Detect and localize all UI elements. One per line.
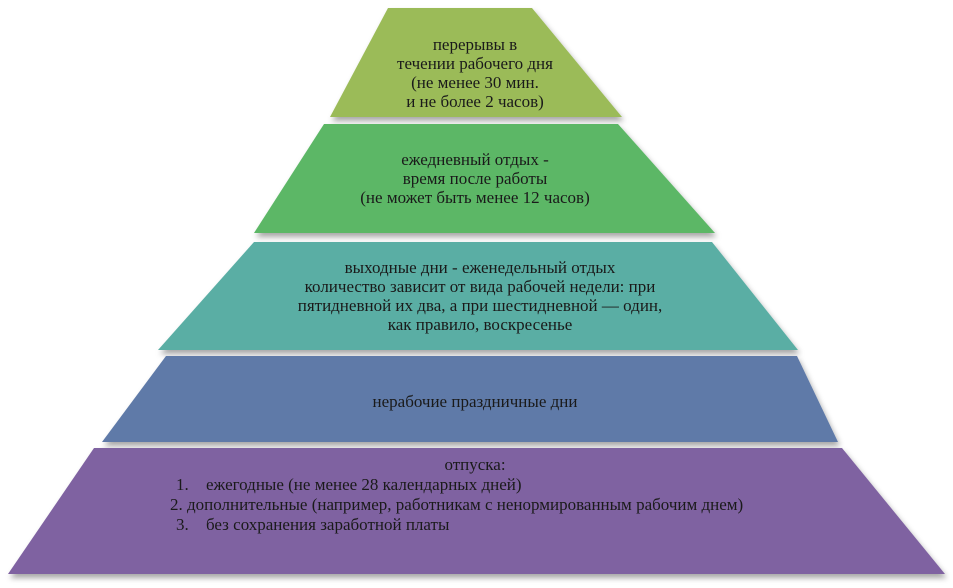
tier-5-title: отпуска:	[444, 455, 506, 474]
tier-2-text: ежедневный отдых - время после работы (н…	[320, 150, 630, 207]
tier-1-line: и не более 2 часов)	[406, 92, 544, 111]
tier-3-line: выходные дни - еженедельный отдых	[344, 258, 616, 277]
list-item: 3. без сохранения заработной платы	[170, 515, 780, 535]
tier-1-line: (не менее 30 мин.	[411, 73, 539, 92]
list-item: 1. ежегодные (не менее 28 календарных дне…	[170, 475, 780, 495]
list-item-text: ежегодные (не менее 28 календарных дней)	[206, 475, 522, 494]
tier-3-text: выходные дни - еженедельный отдых количе…	[245, 258, 715, 334]
tier-1-line: перерывы в	[432, 35, 518, 54]
tier-1-shape	[330, 8, 622, 117]
tier-1-line: течении рабочего дня	[397, 54, 553, 73]
tier-1-text: перерывы в течении рабочего дня (не мене…	[380, 35, 570, 111]
tier-3-line: как правило, воскресенье	[387, 315, 573, 334]
list-item-number: 2.	[170, 495, 183, 514]
list-item-number: 3.	[176, 515, 189, 534]
list-item-text: без сохранения заработной платы	[206, 515, 450, 534]
tier-4-line: нерабочие праздничные дни	[372, 392, 578, 411]
tier-3-line: пятидневной их два, а при шестидневной —…	[297, 296, 663, 315]
tier-4-text: нерабочие праздничные дни	[300, 392, 650, 411]
tier-4-shape	[102, 356, 838, 442]
tier-2-shape	[254, 124, 715, 233]
tier-5-shape	[8, 448, 945, 574]
list-item: 2. дополнительные (например, работникам …	[170, 495, 780, 515]
tier-3-line: количество зависит от вида рабочей недел…	[304, 277, 656, 296]
tier-2-line: ежедневный отдых -	[401, 150, 549, 169]
tier-2-line: время после работы	[402, 169, 548, 188]
tier-2-line: (не может быть менее 12 часов)	[360, 188, 590, 207]
tier-3-shape	[158, 242, 798, 350]
tier-5-text: отпуска: 1. ежегодные (не менее 28 календ…	[170, 455, 780, 535]
list-item-text: дополнительные (например, работникам с н…	[187, 495, 744, 514]
list-item-number: 1.	[176, 475, 189, 494]
